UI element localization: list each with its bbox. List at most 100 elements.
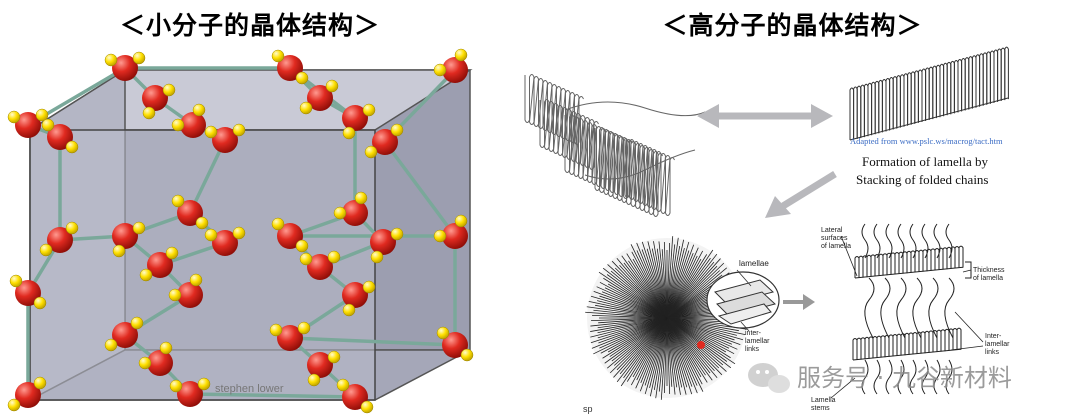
- spherulite-ray: [663, 317, 668, 393]
- chain-fold: [853, 86, 858, 140]
- spherulite-ray: [591, 317, 668, 349]
- folded-chain: [564, 114, 633, 199]
- lamella-fold: [882, 253, 888, 276]
- chain-fold: [863, 83, 869, 137]
- spherulite-ray: [585, 311, 668, 319]
- water-molecule: [299, 250, 341, 280]
- hydrogen-atom: [436, 326, 450, 340]
- hydrogen-atom: [204, 125, 218, 139]
- hydrogen-atom: [39, 243, 53, 257]
- chain-fold: [939, 63, 945, 117]
- links2-label-1: Inter-: [985, 333, 1002, 340]
- hydrogen-atom: [195, 216, 209, 230]
- folded-chain: [524, 74, 584, 145]
- cilia-chain: [921, 223, 929, 259]
- spherulite-ray: [653, 241, 668, 319]
- lamella-fold: [856, 337, 862, 360]
- hydrogen-atom: [360, 400, 374, 414]
- lamella-fold: [946, 246, 952, 269]
- cilia-chain: [945, 223, 953, 259]
- spherulite-ray: [658, 241, 668, 319]
- hydrogen-atom: [297, 321, 311, 335]
- cilia-chain: [873, 223, 881, 259]
- oxygen-atom: [15, 112, 41, 138]
- spherulite-ray: [666, 244, 676, 319]
- spherulite-ray: [604, 287, 668, 319]
- oxygen-atom: [147, 350, 173, 376]
- spherulite-ray: [666, 317, 676, 395]
- chain-fold: [892, 76, 898, 129]
- spherulite-ray: [595, 304, 668, 319]
- spherulite-ray: [610, 270, 668, 319]
- spherulite-ray: [666, 317, 693, 387]
- chain-fold: [899, 74, 905, 127]
- oxygen-atom: [177, 282, 203, 308]
- chain-fold: [917, 69, 923, 122]
- lamella-fold: [942, 247, 948, 270]
- spherulite-ray: [606, 317, 668, 369]
- hydrogen-atom: [460, 348, 474, 362]
- chain-fold: [979, 53, 984, 106]
- spherulite-ray: [635, 317, 668, 389]
- spherulite-ray: [666, 244, 695, 319]
- spherulite-ray: [663, 242, 668, 319]
- oxygen-atom: [307, 352, 333, 378]
- hydrogen-atom: [362, 103, 376, 117]
- cilia-chain: [897, 359, 905, 395]
- spherulite-ray: [666, 317, 704, 392]
- spherulite-ray: [666, 261, 715, 319]
- hydrogen-atom: [454, 214, 468, 228]
- hydrogen-atom: [138, 356, 152, 370]
- spherulite-ray: [666, 253, 718, 319]
- spherulite-ray: [644, 317, 668, 386]
- hydrogen-atom: [104, 53, 118, 67]
- spherulite-ray: [599, 317, 668, 349]
- lamella-fold: [860, 337, 866, 360]
- diagonal-arrow: [765, 171, 837, 218]
- tie-molecule: [944, 277, 955, 339]
- spherulite-ray: [611, 317, 668, 362]
- spherulite-ray: [630, 244, 668, 319]
- hydrogen-atom: [232, 123, 246, 137]
- sp-label: sp: [583, 404, 593, 414]
- lamellae-label: lamellae: [739, 259, 769, 268]
- spherulite-ray: [647, 241, 668, 319]
- hydrogen-atom: [204, 228, 218, 242]
- folded-chain: [594, 127, 663, 217]
- spherulite-ray: [649, 317, 668, 397]
- chain-link: [564, 101, 706, 117]
- tie-molecule: [896, 277, 907, 339]
- spherulite-ray: [597, 317, 668, 329]
- oxygen-atom: [342, 200, 368, 226]
- spherulite-ray: [590, 317, 668, 344]
- water-molecule: [342, 280, 376, 317]
- spherulite-ray: [666, 317, 698, 386]
- chain-fold: [932, 65, 937, 119]
- spherulite-ray: [619, 317, 668, 375]
- spherulite-ray: [593, 309, 668, 319]
- hydrogen-atom: [9, 274, 23, 288]
- lamella-fold: [868, 336, 874, 359]
- oxygen-atom: [277, 55, 303, 81]
- spherulite-ray: [602, 267, 668, 319]
- spherulite-ray: [597, 317, 668, 339]
- spherulite-ray: [646, 248, 668, 319]
- water-molecule: [204, 226, 246, 256]
- cilia-chain: [885, 359, 893, 395]
- spherulite-ray: [623, 317, 668, 379]
- hydrogen-atom: [333, 206, 347, 220]
- spherulite-ray: [666, 274, 723, 319]
- spherulite-ray: [590, 317, 668, 338]
- water-molecule: [269, 321, 311, 351]
- hydrogen-atom: [364, 145, 378, 159]
- spherulite-ray: [666, 317, 687, 395]
- spherulite-ray: [666, 317, 744, 341]
- hydrogen-atom: [390, 227, 404, 241]
- small-molecule-title: ＜小分子的晶体结构＞: [119, 11, 380, 40]
- spherulite-ray: [666, 317, 715, 372]
- hydrogen-atom: [139, 268, 153, 282]
- hydrogen-atom: [390, 123, 404, 137]
- spherulite-ray: [623, 262, 668, 319]
- spherulite-ray: [588, 300, 668, 319]
- lamella-fold: [852, 338, 858, 360]
